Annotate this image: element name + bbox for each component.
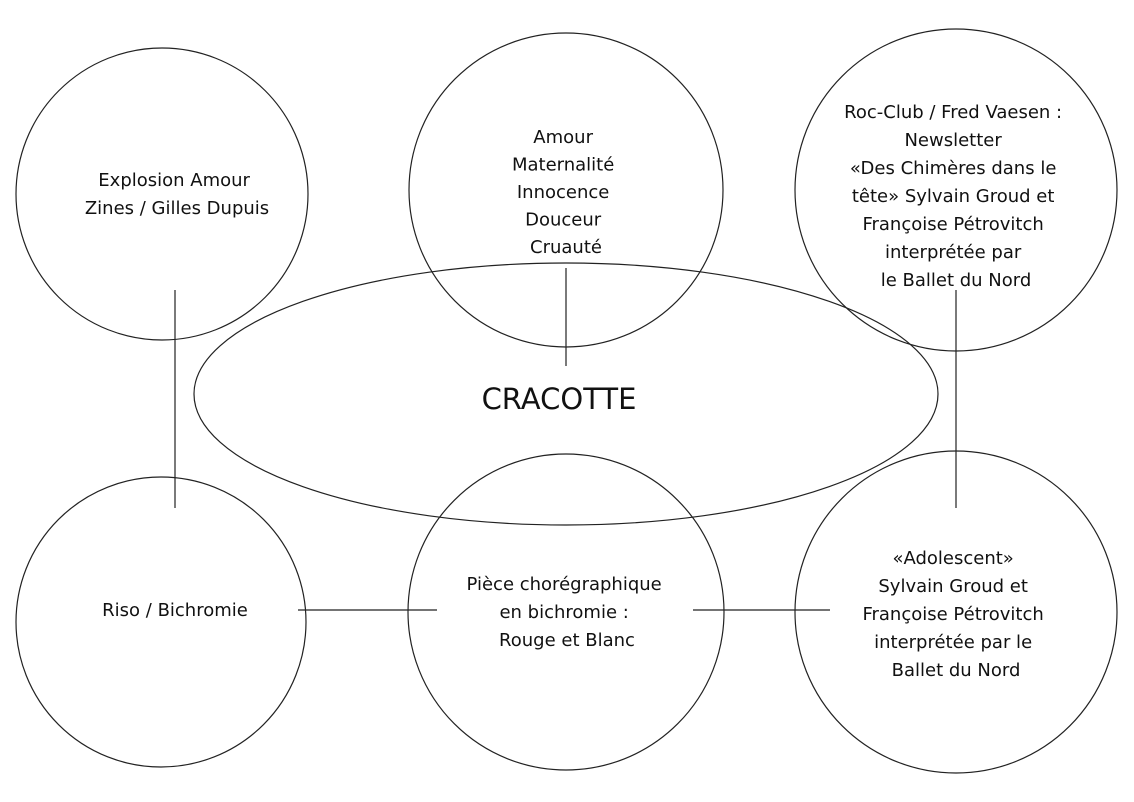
node-circle-explosion-amour: [15, 47, 309, 341]
node-circle-roc-club: [794, 28, 1118, 352]
node-label-explosion-amour: Explosion Amour Zines / Gilles Dupuis: [85, 170, 269, 219]
node-label-roc-club: Roc-Club / Fred Vaesen : Newsletter «Des…: [844, 102, 1068, 291]
node-label-adolescent: «Adolescent» Sylvain Groud et Françoise …: [862, 548, 1049, 681]
node-circle-riso: [15, 476, 307, 768]
node-label-themes: Amour Maternalité Innocence Douceur Crua…: [512, 127, 620, 258]
node-label-piece-choregraphique: Pièce chorégraphique en bichromie : Roug…: [467, 574, 668, 651]
node-circle-themes: [408, 32, 724, 348]
node-circle-adolescent: [794, 450, 1118, 774]
center-ellipse: [193, 262, 939, 526]
node-circle-piece-choregraphique: [407, 453, 725, 771]
center-label: CRACOTTE: [482, 382, 637, 416]
node-label-riso: Riso / Bichromie: [102, 600, 248, 621]
